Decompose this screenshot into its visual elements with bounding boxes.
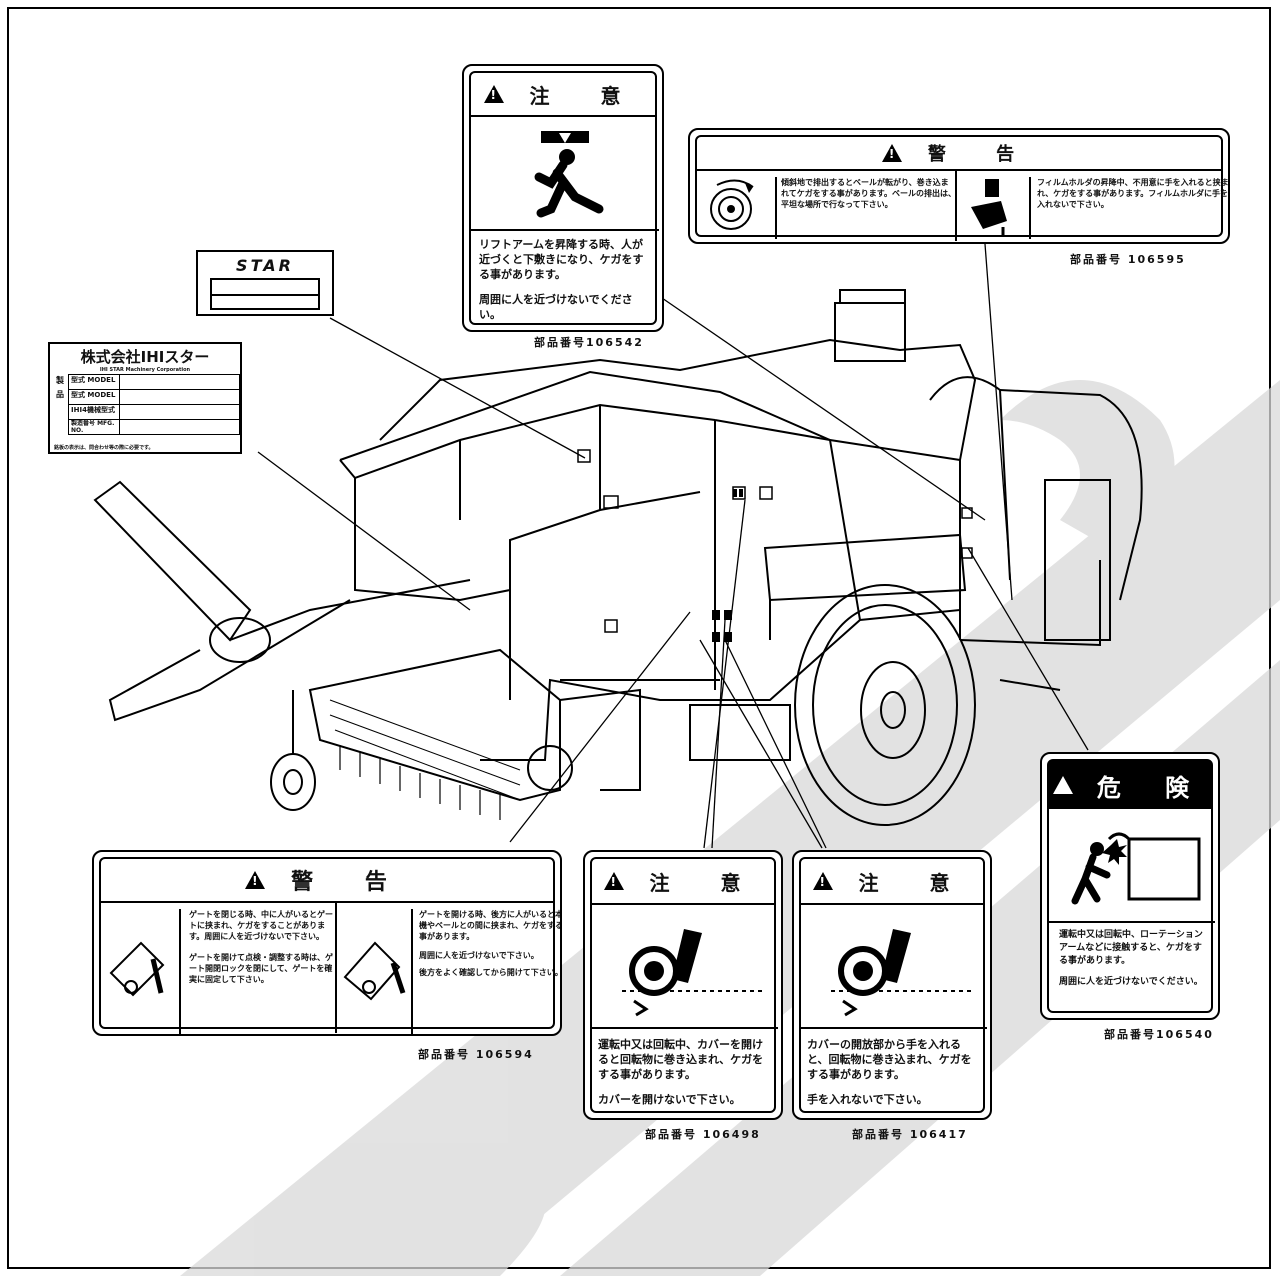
star-logo: STAR xyxy=(236,256,294,275)
label-text-3: ゲートを開ける時、後方に人がいると本機やベールとの間に挟まれ、ケガをする事があり… xyxy=(419,910,562,941)
nameplate-row: IHI4機械型式 xyxy=(69,405,120,419)
company-name: 株式会社IHIスター xyxy=(80,348,210,366)
label-header: 警 告 xyxy=(101,859,553,903)
part-number: 部品番号106540 xyxy=(1104,1028,1214,1041)
part-number: 部品番号 106417 xyxy=(852,1128,968,1141)
label-text-2: 手を入れないで下さい。 xyxy=(807,1093,928,1106)
star-logo-plate: STAR xyxy=(196,250,334,316)
part-number: 部品番号106542 xyxy=(534,336,644,349)
warning-triangle-icon xyxy=(483,85,504,103)
caution-label-lift-arm: 注 意 リフトアームを昇降する時、人が近づくと下敷きになり、ケガをする事がありま… xyxy=(462,64,664,332)
warning-triangle-icon xyxy=(881,144,902,162)
hand-pinch-icon xyxy=(955,171,1027,241)
label-text-1: 運転中又は回転中、カバーを開けると回転物に巻き込まれ、ケガをする事があります。 xyxy=(598,1038,764,1081)
nameplate: 株式会社IHIスター IHI STAR Machinery Corporatio… xyxy=(48,342,242,454)
rotating-entangle-icon xyxy=(801,929,987,1029)
label-text-2: フィルムホルダの昇降中、不用意に手を入れると挟まれ、ケガをする事があります。フィ… xyxy=(1029,177,1228,239)
part-number: 部品番号 106594 xyxy=(418,1048,534,1061)
warning-triangle-icon xyxy=(603,872,624,890)
nameplate-footnote: 銘板の表示は、問合わせ等の際に必要です。 xyxy=(54,445,154,451)
label-header: 警 告 xyxy=(697,137,1221,171)
label-text-2: カバーを開けないで下さい。 xyxy=(598,1093,741,1106)
warning-triangle-icon xyxy=(245,871,266,889)
caution-label-cover: 注 意 運転中又は回転中、カバーを開けると回転物に巻き込まれ、ケガをする事があり… xyxy=(583,850,783,1120)
label-text-1: 運転中又は回転中、ローテーションアームなどに接触すると、ケガをする事があります。 xyxy=(1059,930,1203,966)
rotating-arm-contact-icon xyxy=(1049,832,1215,923)
label-text-2: ゲートを開けて点検・調整する時は、ゲート開閉ロックを閉にして、ゲートを確実に固定… xyxy=(189,953,333,984)
gate-open-icon xyxy=(335,903,406,1033)
label-text-1: リフトアームを昇降する時、人が近づくと下敷きになり、ケガをする事があります。 xyxy=(479,238,644,281)
caution-label-hand: 注 意 カバーの開放部から手を入れると、回転物に巻き込まれ、ケガをする事がありま… xyxy=(792,850,992,1120)
leader-lines xyxy=(257,243,1089,849)
rotating-entangle-icon xyxy=(592,929,778,1029)
warning-triangle-icon xyxy=(812,872,833,890)
label-text-1: 傾斜地で排出するとベールが転がり、巻き込まれてケガをする事があります。ベールの排… xyxy=(775,177,956,239)
gate-crush-icon xyxy=(109,941,165,997)
person-falling-icon xyxy=(471,131,659,231)
label-header: 注 意 xyxy=(592,859,774,905)
label-text-2: 周囲に人を近づけないでください。 xyxy=(479,293,633,321)
label-header: 注 意 xyxy=(471,73,655,117)
rolling-bale-icon xyxy=(710,179,754,230)
label-header: 注 意 xyxy=(801,859,983,905)
label-text-2: 周囲に人を近づけないでください。 xyxy=(1059,977,1203,987)
nameplate-row: 型式 MODEL xyxy=(69,375,120,389)
label-text-1: ゲートを閉じる時、中に人がいるとゲートに挟まれ、ケガをすることがあります。周囲に… xyxy=(189,910,333,941)
danger-label-rotation-arm: 危 険 運転中又は回転中、ローテーションアームなどに接触すると、ケガをする事があ… xyxy=(1040,752,1220,1020)
part-number: 部品番号 106595 xyxy=(1070,253,1186,266)
warning-label-gate: 警 告 ゲートを閉じる時、中に人がいるとゲートに挟まれ、ケガをすることがあります… xyxy=(92,850,562,1036)
warning-triangle-icon xyxy=(1052,776,1073,794)
nameplate-row: 型式 MODEL xyxy=(69,390,120,404)
label-text-4: 周囲に人を近づけないで下さい。 xyxy=(419,951,539,960)
label-text-1: カバーの開放部から手を入れると、回転物に巻き込まれ、ケガをする事があります。 xyxy=(807,1038,972,1081)
nameplate-row: 製造番号 MFG. NO. xyxy=(69,420,120,434)
label-header: 危 険 xyxy=(1049,761,1211,809)
warning-label-film-holder: 警 告 傾斜地で排出するとベールが転がり、巻き込まれてケガをする事があります。ベ… xyxy=(688,128,1230,244)
label-text-5: 後方をよく確認してから開けて下さい。 xyxy=(419,968,562,977)
part-number: 部品番号 106498 xyxy=(645,1128,761,1141)
company-name-en: IHI STAR Machinery Corporation xyxy=(99,367,191,373)
